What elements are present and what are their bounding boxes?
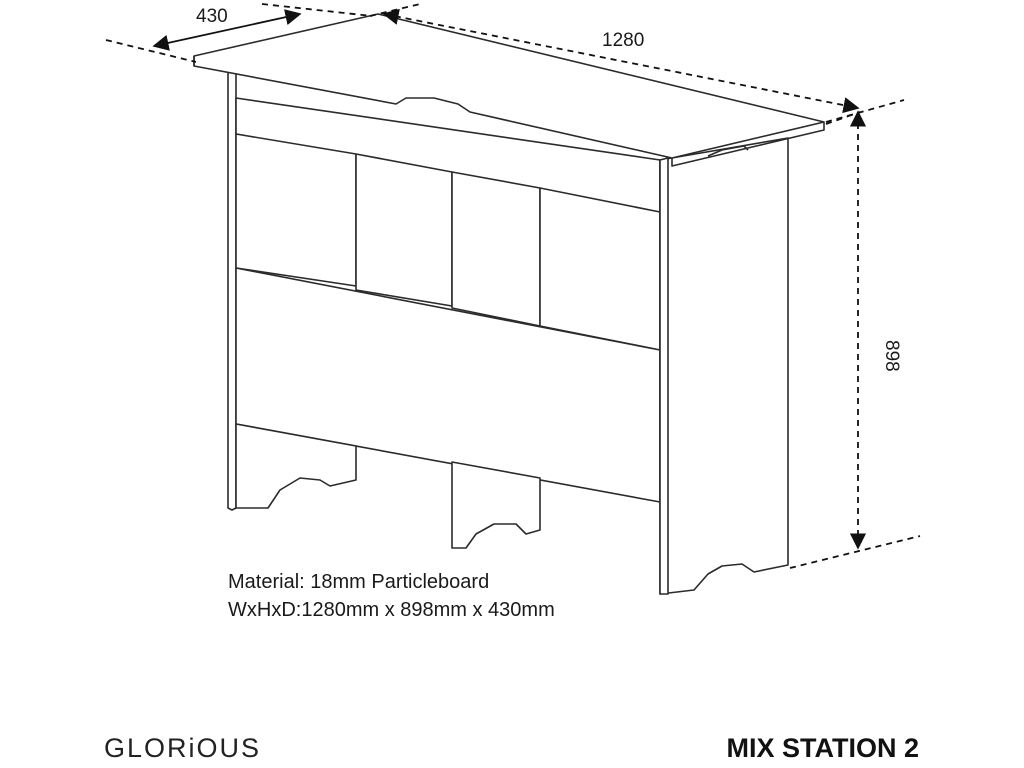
brand-logo: GLORiOUS <box>104 733 262 763</box>
shelf-center-right <box>451 171 541 327</box>
depth-extension-left <box>105 39 197 63</box>
shelf-right-cell <box>539 187 661 351</box>
height-extension-bottom <box>789 535 921 569</box>
depth-label: 430 <box>196 6 228 27</box>
spec-material: Material: 18mm Particleboard <box>228 571 490 593</box>
shelf-center-left <box>355 153 453 307</box>
width-extension-right <box>825 99 905 123</box>
right-side-panel <box>659 137 789 595</box>
height-label: 898 <box>881 340 902 372</box>
spec-dimensions: WxHxD:1280mm x 898mm x 430mm <box>228 599 555 621</box>
middle-leg <box>451 461 541 549</box>
product-name: MIX STATION 2 <box>726 733 919 763</box>
right-side-edge <box>659 157 669 595</box>
depth-arrow <box>152 9 302 51</box>
width-arrow <box>382 8 860 114</box>
dimension-lines <box>105 3 921 569</box>
height-extension-top <box>825 111 861 125</box>
desk-top-notch <box>707 145 749 157</box>
left-leg <box>235 423 357 509</box>
desk-outline <box>193 13 825 595</box>
width-label: 1280 <box>602 30 644 51</box>
left-side-panel <box>227 71 237 511</box>
shelf-left-cell <box>235 133 357 287</box>
depth-extension-right <box>261 3 373 17</box>
